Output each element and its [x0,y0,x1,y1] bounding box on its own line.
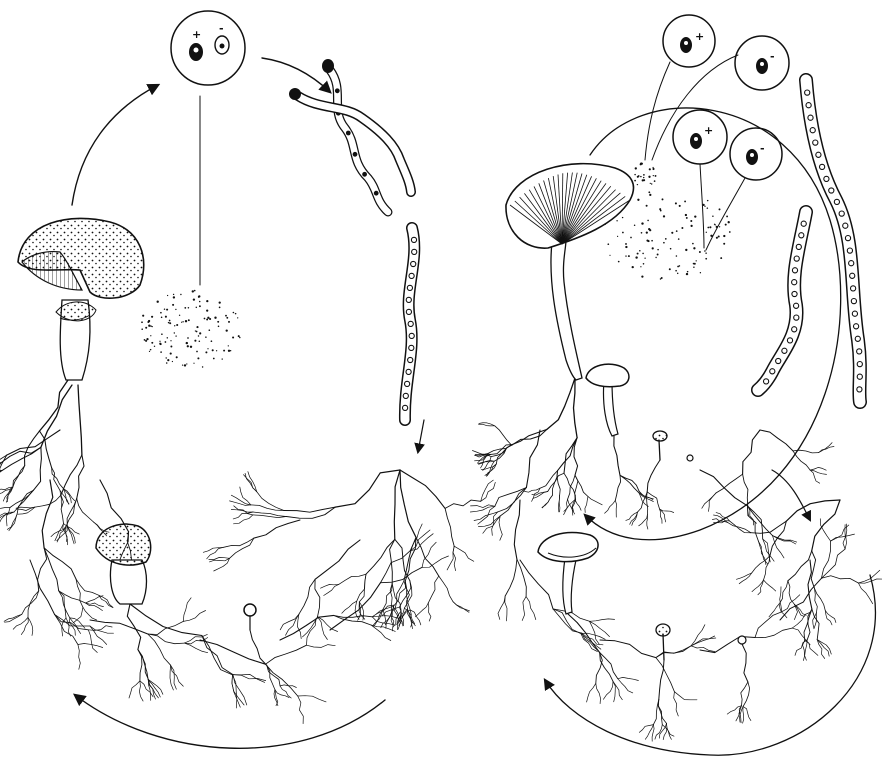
spore-pointer-line [700,164,704,248]
young-mushroom-lower [538,532,598,614]
spore-pointer-line [706,178,745,250]
spore-circle-1: + [663,15,715,67]
spore-symbol-plus: + [704,124,713,137]
spore-circle-3: + [673,110,727,164]
spore-icon [322,59,334,73]
spore-cloud [141,290,240,368]
spore-symbol-plus: + [695,30,704,43]
hypha-with-nuclei [403,228,417,420]
spore-pair-circle: + - [171,11,245,85]
spore-minus-icon: - [215,22,229,54]
spore-circle-2: - [735,36,789,90]
primordium [687,455,693,461]
cycle-arrow-bottom-right [545,575,875,755]
spore-symbol-minus: - [770,50,775,63]
cycle-arrow-up-left [72,85,158,205]
small-mushroom-lower [656,624,746,660]
right-life-cycle: + - + - [470,15,882,755]
cycle-arrow-spore-to-hypha [262,58,330,92]
mushroom-stalk [551,240,582,380]
mycelium-network [0,380,495,724]
young-cap [96,524,151,565]
young-mushroom [586,364,629,436]
hypha-with-nuclei-left [758,212,806,390]
spore-symbol-minus: - [760,142,765,155]
spore-icon [289,88,301,100]
cycle-arrow-bottom-left [75,695,385,748]
spore-symbol-plus: + [192,28,201,41]
cycle-arrow-inner-up [772,470,810,520]
young-mushroom [96,524,151,604]
spore-symbol-minus: - [219,22,224,35]
mycelium-network [470,378,882,741]
primordium [738,636,746,644]
primordium [244,604,256,630]
mature-mushroom [506,164,634,380]
spore-circle-4: - [730,128,782,180]
hypha-with-nuclei-right [805,80,863,402]
left-life-cycle: + - [0,11,495,748]
spore-plus-icon: + [189,28,203,61]
mature-mushroom [18,218,144,380]
cycle-arrow-hypha-to-mycelium [418,420,424,452]
small-mushroom [653,431,693,461]
